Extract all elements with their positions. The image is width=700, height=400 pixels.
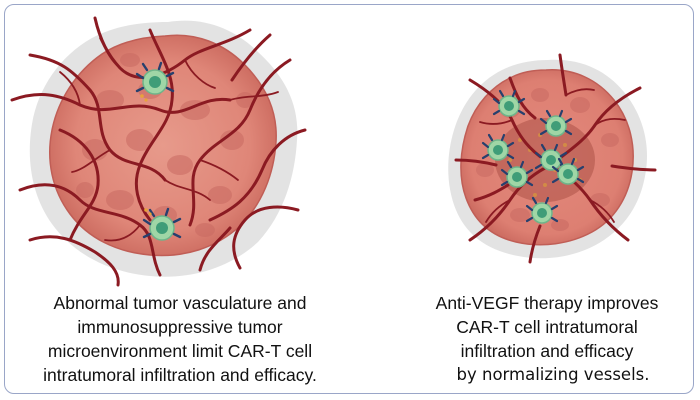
caption-abnormal-line: Abnormal tumor vasculature and <box>53 293 307 313</box>
caption-abnormal: Abnormal tumor vasculature and immunosup… <box>22 291 338 387</box>
caption-normalized-line: Anti-VEGF therapy improves <box>435 293 659 313</box>
caption-abnormal-line: microenvironment limit CAR-T cell <box>47 341 313 361</box>
caption-abnormal-line: intratumoral infiltration and efficacy. <box>43 365 317 385</box>
car-t-cell <box>539 109 573 137</box>
car-t-cell <box>551 157 585 185</box>
car-t-cell <box>481 133 515 161</box>
cytokine-dots-left <box>140 94 152 216</box>
car-t-cell <box>135 61 175 95</box>
tumor-diagram <box>10 16 657 287</box>
caption-normalized-line: infiltration and efficacy <box>460 341 634 361</box>
figure-frame <box>4 4 694 394</box>
caption-normalized-line: CAR-T cell intratumoral <box>456 317 638 337</box>
car-t-cell <box>525 196 559 224</box>
caption-normalized-line: by normalizing vessels. <box>456 365 650 384</box>
vessels-abnormal <box>10 16 307 287</box>
tumor-normalized <box>448 53 657 264</box>
car-t-cell <box>142 207 182 241</box>
caption-normalized: Anti-VEGF therapy improves CAR-T cell in… <box>418 291 676 387</box>
caption-abnormal-line: immunosuppressive tumor <box>77 317 283 337</box>
car-t-cell <box>492 89 526 117</box>
car-t-cell <box>500 160 534 188</box>
tumor-abnormal <box>10 16 307 287</box>
